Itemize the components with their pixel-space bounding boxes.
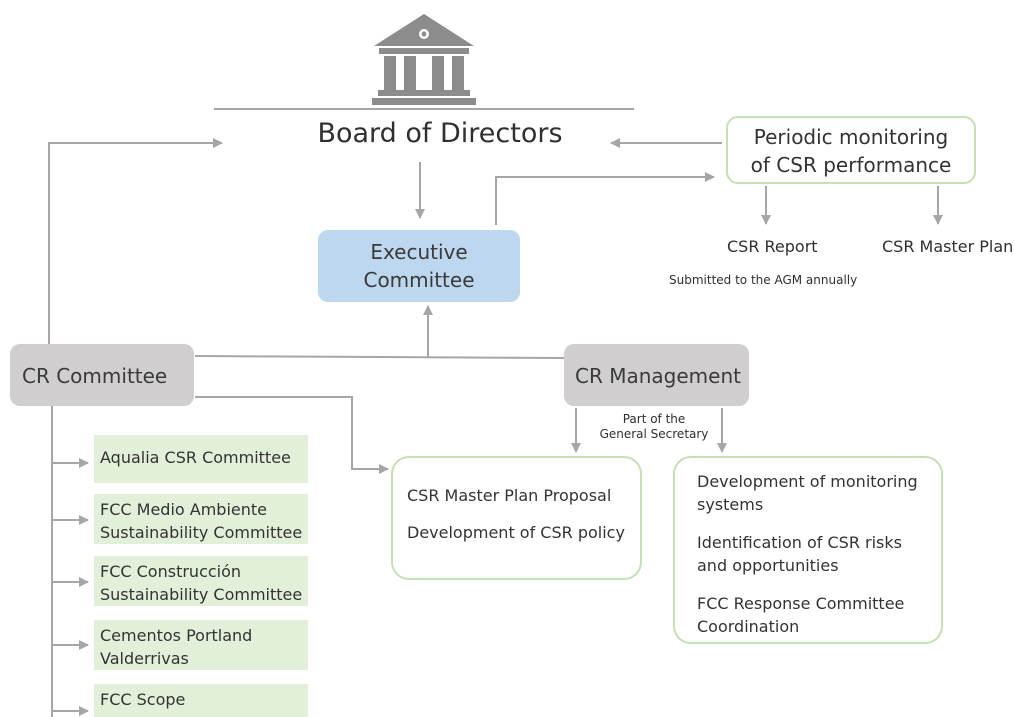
executive-committee-box: Executive Committee <box>318 230 520 302</box>
board-of-directors-title: Board of Directors <box>317 118 563 149</box>
subcommittee-box: FCC Medio Ambiente Sustainability Commit… <box>94 494 308 544</box>
cr-management-note-line1: Part of the <box>622 412 686 426</box>
cr-management-note: Part of the General Secretary <box>596 412 712 442</box>
executive-committee-line1: Executive <box>370 240 468 264</box>
subcommittee-line1: FCC Construcción <box>100 562 242 581</box>
cr-committee-box: CR Committee <box>10 344 194 406</box>
subcommittee-box: FCC Construcción Sustainability Committe… <box>94 556 308 606</box>
management-tasks-box: Development of monitoring systems Identi… <box>673 456 943 644</box>
subcommittee-line2: Sustainability Committee <box>100 585 303 604</box>
subcommittee-box: Cementos Portland Valderrivas <box>94 620 308 670</box>
management-task-item: Development of monitoring systems <box>697 470 941 516</box>
management-task-line2: and opportunities <box>697 556 839 575</box>
management-task-line2: systems <box>697 495 764 514</box>
committee-task-item: Development of CSR policy <box>407 523 625 542</box>
cr-committee-label: CR Committee <box>22 364 168 388</box>
csr-report-label: CSR Report <box>727 237 818 256</box>
committee-tasks-box: CSR Master Plan Proposal Development of … <box>391 456 642 580</box>
cr-management-note-line2: General Secretary <box>599 427 709 441</box>
management-task-item: Identification of CSR risks and opportun… <box>697 531 941 577</box>
subcommittee-box: FCC Scope <box>94 684 308 717</box>
cr-management-box: CR Management <box>564 344 749 406</box>
subcommittee-line1: Cementos Portland <box>100 626 253 645</box>
periodic-monitoring-box: Periodic monitoring of CSR performance <box>726 116 976 184</box>
management-task-item: FCC Response Committee Coordination <box>697 592 941 638</box>
management-task-line1: FCC Response Committee <box>697 594 905 613</box>
management-task-line1: Development of monitoring <box>697 472 918 491</box>
management-task-line1: Identification of CSR risks <box>697 533 902 552</box>
building-icon <box>372 14 476 105</box>
csr-master-plan-label: CSR Master Plan <box>882 237 1014 256</box>
cr-management-label: CR Management <box>575 364 741 388</box>
subcommittee-line1: FCC Scope <box>100 690 186 709</box>
periodic-monitoring-line1: Periodic monitoring <box>753 125 949 149</box>
subcommittee-line1: Aqualia CSR Committee <box>100 448 291 467</box>
subcommittee-box: Aqualia CSR Committee <box>94 435 308 483</box>
management-task-line2: Coordination <box>697 617 800 636</box>
agm-note: Submitted to the AGM annually <box>669 273 858 287</box>
subcommittee-line2: Valderrivas <box>100 649 189 668</box>
committee-task-item: CSR Master Plan Proposal <box>407 486 612 505</box>
executive-committee-line2: Committee <box>363 268 475 292</box>
periodic-monitoring-line2: of CSR performance <box>750 153 952 177</box>
subcommittee-line1: FCC Medio Ambiente <box>100 500 267 519</box>
subcommittee-line2: Sustainability Committee <box>100 523 303 542</box>
